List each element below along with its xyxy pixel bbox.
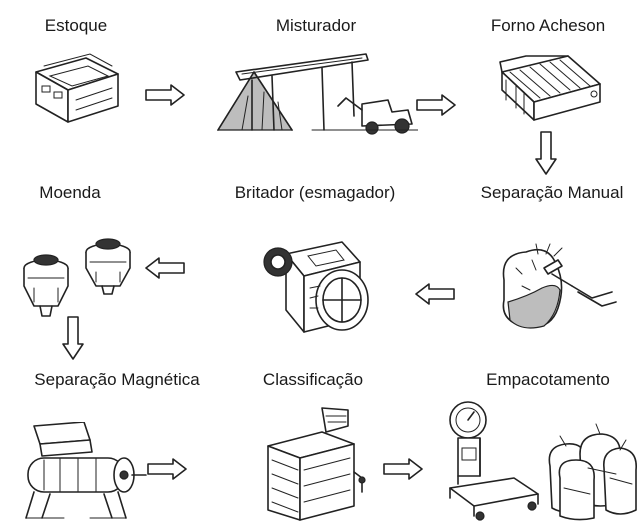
arrow-left-separacao-manual-to-britador: [415, 283, 455, 305]
step-label-separacao-magnetica: Separação Magnética: [34, 370, 200, 389]
classifier-icon: [262, 406, 366, 526]
arrow-right-classificacao-to-empacotamento: [383, 458, 423, 480]
manual-separation-icon: [492, 240, 620, 336]
step-label-britador: Britador (esmagador): [234, 183, 396, 202]
arrow-right-misturador-to-forno: [416, 94, 456, 116]
arrow-right-separacao-magnetica-to-classificacao: [147, 458, 187, 480]
arrow-down-forno-to-separacao-manual: [535, 131, 557, 175]
packaging-icon: [440, 398, 640, 522]
arrow-left-britador-to-moenda: [145, 257, 185, 279]
magnetic-separator-icon: [20, 422, 150, 522]
arrow-down-moenda-to-separacao-magnetica: [62, 316, 84, 360]
crusher-icon: [260, 232, 376, 340]
mill-icon: [18, 232, 140, 332]
step-label-forno-acheson: Forno Acheson: [490, 16, 606, 35]
step-label-classificacao: Classificação: [262, 370, 364, 389]
acheson-furnace-icon: [496, 50, 606, 126]
step-label-estoque: Estoque: [44, 16, 108, 35]
step-label-separacao-manual: Separação Manual: [480, 183, 624, 202]
arrow-right-estoque-to-misturador: [145, 84, 185, 106]
mixer-conveyor-icon: [212, 46, 418, 136]
step-label-misturador: Misturador: [275, 16, 357, 35]
step-label-empacotamento: Empacotamento: [486, 370, 610, 389]
storage-bin-icon: [28, 52, 124, 126]
step-label-moenda: Moenda: [39, 183, 101, 202]
